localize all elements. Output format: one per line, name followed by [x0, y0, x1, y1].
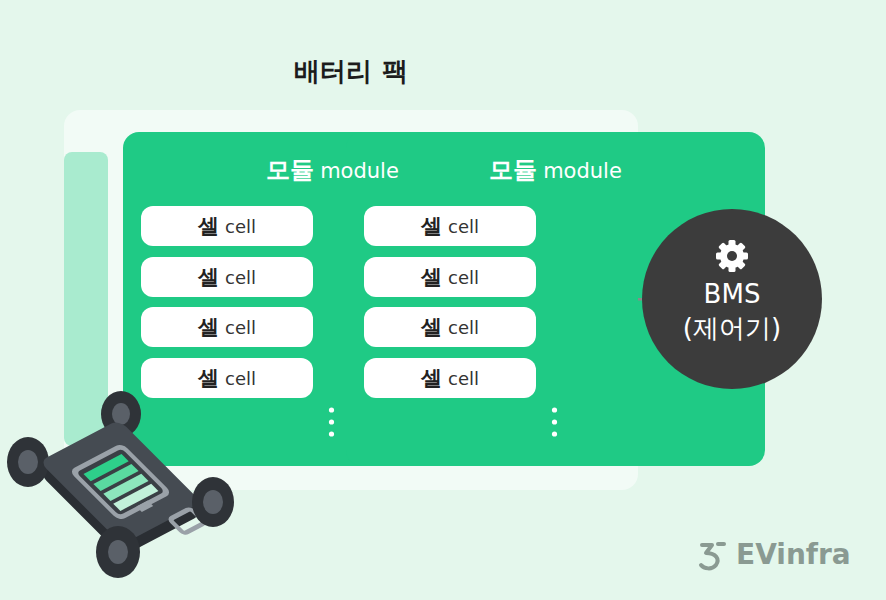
cell-label: 셀: [421, 263, 442, 291]
pack-side-band: [64, 152, 108, 446]
cell-box: 셀 cell: [141, 257, 313, 297]
wheel: [96, 526, 140, 578]
cell-label: cell: [448, 267, 479, 288]
gear-tooth: [718, 242, 746, 270]
pack-heading-holder: 배터리 팩: [64, 54, 638, 89]
continuation-dot: [329, 407, 334, 412]
wheel-hub: [203, 490, 223, 514]
cell-label: 셀: [421, 212, 442, 240]
cell-box: 셀 cell: [141, 307, 313, 347]
module-heading-holder: 모듈module: [346, 154, 765, 186]
connector-line: [638, 298, 642, 301]
continuation-dot: [329, 419, 334, 424]
wheel-hub: [18, 450, 38, 474]
cell-box: 셀 cell: [141, 358, 313, 398]
cell-label: 셀: [198, 313, 219, 341]
module-label: module: [543, 159, 622, 183]
battery-terminal: [136, 501, 153, 512]
module-label: 모듈: [266, 156, 314, 184]
cell-label: cell: [225, 317, 256, 338]
connectors: [638, 299, 642, 300]
logo-stroke: [701, 545, 718, 568]
logo-mark: [701, 544, 724, 568]
pack-title: 배터리 팩: [64, 54, 638, 89]
gear-hole: [727, 251, 737, 261]
cell-label: 셀: [421, 364, 442, 392]
gear-icon: [716, 240, 748, 272]
wheel-hub: [112, 403, 130, 425]
cell-label: cell: [448, 317, 479, 338]
module-heading-holder: 모듈module: [123, 154, 542, 186]
logo-stroke: [718, 542, 724, 546]
bms-circle-fill: [642, 209, 822, 389]
battery-bar: [113, 484, 158, 511]
cell-box: 셀 cell: [364, 257, 536, 297]
cell-box: 셀 cell: [364, 206, 536, 246]
cell-label: cell: [225, 216, 256, 237]
gear-body: [720, 244, 744, 268]
bms-label: BMS: [704, 277, 761, 311]
cell-label: 셀: [421, 313, 442, 341]
module-box: 모듈module셀cell셀cell셀cell셀cell: [123, 132, 542, 466]
continuation-dot: [552, 419, 557, 424]
battery-inner: [76, 448, 165, 515]
cell-label: cell: [448, 216, 479, 237]
cell-box: 셀 cell: [364, 307, 536, 347]
watermark: EVinfra: [736, 538, 851, 571]
wheel: [7, 437, 49, 487]
cell-label: cell: [448, 368, 479, 389]
cell-label: 셀: [198, 364, 219, 392]
cell-label: 셀: [198, 263, 219, 291]
continuation-dot: [329, 431, 334, 436]
battery-case: [69, 443, 173, 521]
continuation-dot: [552, 407, 557, 412]
battery-pack: 배터리 팩모듈module셀cell셀cell셀cell셀cell모듈modul…: [64, 110, 638, 490]
continuation-dot: [552, 431, 557, 436]
cell-label: cell: [225, 368, 256, 389]
module-label: 모듈: [489, 156, 537, 184]
gear-tooth: [718, 242, 746, 270]
module-box: 모듈module 셀 cell 셀 cell 셀 cell 셀 cell: [346, 132, 765, 466]
shape-fills: [64, 110, 822, 490]
ev-chassis-illustration: [7, 391, 234, 578]
bms-circle: BMS(제어기): [642, 209, 822, 389]
cell-box: 셀 cell: [141, 206, 313, 246]
cell-label: 셀: [198, 212, 219, 240]
wheel: [192, 477, 234, 527]
wheel-hub: [108, 540, 128, 564]
cell-box: 셀 cell: [364, 358, 536, 398]
bms-label: (제어기): [683, 311, 781, 345]
module-label: module: [320, 159, 399, 183]
cell-label: cell: [225, 267, 256, 288]
